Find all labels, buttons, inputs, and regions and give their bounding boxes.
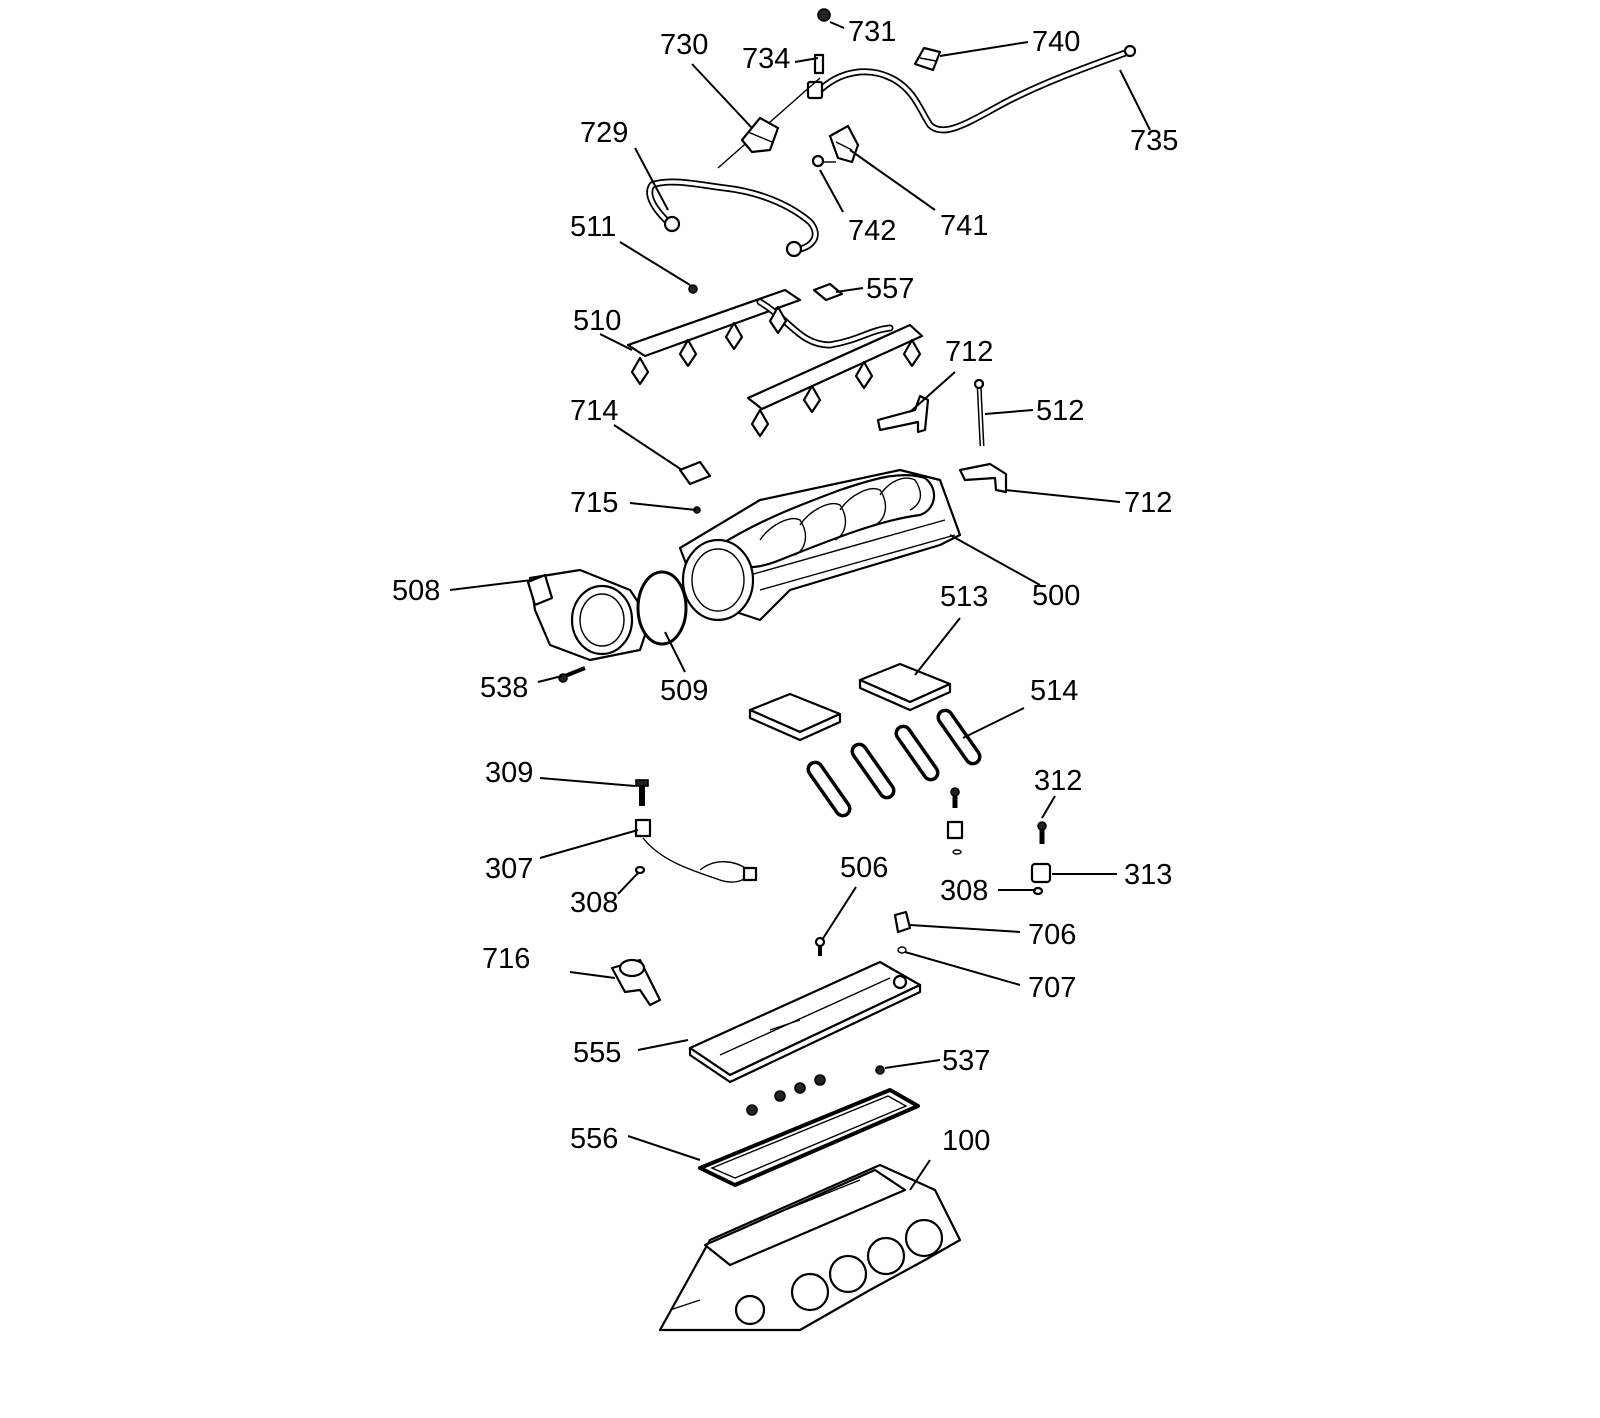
oring-308-left: [634, 865, 646, 875]
callout-537: 537: [942, 1045, 990, 1077]
bracket-741: [828, 124, 860, 164]
bolt-511: [688, 284, 698, 294]
clip-557: [812, 282, 844, 302]
callout-100: 100: [942, 1125, 990, 1157]
stud-512: [973, 378, 985, 447]
callout-308-left: 308: [570, 887, 618, 919]
bolt-506: [814, 936, 826, 956]
callout-506: 506: [840, 852, 888, 884]
callout-730: 730: [660, 29, 708, 61]
callout-510: 510: [573, 305, 621, 337]
callout-731: 731: [848, 16, 896, 48]
callout-514: 514: [1030, 675, 1078, 707]
callout-508: 508: [392, 575, 440, 607]
callout-312: 312: [1034, 765, 1082, 797]
gaskets-514: [806, 708, 982, 818]
callout-309: 309: [485, 757, 533, 789]
callout-741: 741: [940, 210, 988, 242]
gasket-509: [636, 570, 688, 646]
seal-513-b: [748, 692, 842, 742]
callout-556: 556: [570, 1123, 618, 1155]
callout-712-lower: 712: [1124, 487, 1172, 519]
engine-block-100: [658, 1163, 962, 1332]
callout-512: 512: [1036, 395, 1084, 427]
grommets-537: [746, 1065, 885, 1116]
callout-557: 557: [866, 273, 914, 305]
leader-lines: [449, 21, 1151, 1191]
fitting-706: [893, 910, 912, 934]
bolt-309: [635, 779, 649, 806]
callout-740: 740: [1032, 26, 1080, 58]
intake-manifold-500: [678, 468, 962, 622]
callout-735: 735: [1130, 125, 1178, 157]
oring-707: [897, 946, 907, 954]
callout-734: 734: [742, 43, 790, 75]
bracket-712-lower: [958, 462, 1008, 494]
bolt-742: [811, 154, 836, 168]
callout-715: 715: [570, 487, 618, 519]
fuel-rail-510: [626, 288, 924, 438]
fuel-pipe-729: [646, 178, 819, 258]
callout-509: 509: [660, 675, 708, 707]
sensor-313: [1030, 862, 1052, 884]
callout-707: 707: [1028, 972, 1076, 1004]
callout-712-upper: 712: [945, 336, 993, 368]
callout-555: 555: [573, 1037, 621, 1069]
fitting-731: [817, 8, 831, 22]
callout-538: 538: [480, 672, 528, 704]
callout-714: 714: [570, 395, 618, 427]
sensor-upper-308: [946, 787, 964, 855]
callout-308-right: 308: [940, 875, 988, 907]
clip-714: [678, 460, 712, 486]
cover-555: [688, 960, 922, 1084]
sensor-307: [634, 818, 758, 883]
callout-500: 500: [1032, 580, 1080, 612]
bolt-538: [558, 666, 586, 683]
callout-706: 706: [1028, 919, 1076, 951]
seal-513-a: [858, 662, 952, 712]
callout-511: 511: [570, 211, 616, 243]
clip-734: [806, 53, 825, 100]
bolt-312: [1037, 821, 1047, 844]
fitting-716: [610, 958, 662, 1007]
gasket-556: [698, 1088, 920, 1187]
callout-513: 513: [940, 581, 988, 613]
clip-740: [913, 46, 942, 72]
callout-716: 716: [482, 943, 530, 975]
callout-307: 307: [485, 853, 533, 885]
regulator-730: [717, 77, 821, 169]
callout-313: 313: [1124, 859, 1172, 891]
callout-742: 742: [848, 215, 896, 247]
callout-729: 729: [580, 117, 628, 149]
callout-labels: 731 740 730 734 735 729 742 741 511 557 …: [392, 16, 1178, 1157]
fuel-pipe-735: [814, 44, 1137, 134]
throttle-body-508: [526, 568, 652, 662]
